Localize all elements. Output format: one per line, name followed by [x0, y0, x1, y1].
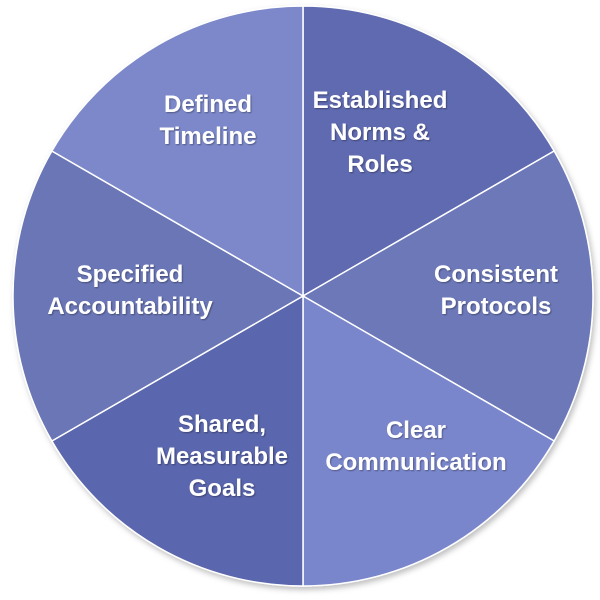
segment-label-line: Established — [313, 87, 448, 114]
segment-label-line: Communication — [325, 449, 506, 476]
segment-specified-accountability — [12, 149, 305, 443]
segment-shared-measurable-goals — [50, 294, 304, 587]
segment-defined-timeline — [50, 5, 304, 298]
segment-label-line: Shared, — [178, 411, 266, 438]
segment-label-line: Measurable — [156, 443, 288, 470]
segment-label-line: Defined — [164, 91, 252, 118]
segment-label-line: Goals — [189, 475, 256, 502]
segment-label-line: Timeline — [160, 123, 257, 150]
segment-label-line: Consistent — [434, 261, 558, 288]
segment-label-line: Protocols — [441, 293, 552, 320]
segment-label-line: Norms & — [330, 119, 430, 146]
segment-consistent-protocols — [301, 149, 594, 443]
segment-clear-communication — [302, 294, 556, 587]
segment-label-line: Roles — [347, 151, 412, 178]
segment-established-norms-roles — [302, 5, 556, 298]
segment-label-line: Clear — [386, 417, 446, 444]
segment-label-line: Accountability — [47, 293, 213, 320]
wheel-body — [12, 5, 594, 587]
segment-label-line: Specified — [77, 261, 184, 288]
